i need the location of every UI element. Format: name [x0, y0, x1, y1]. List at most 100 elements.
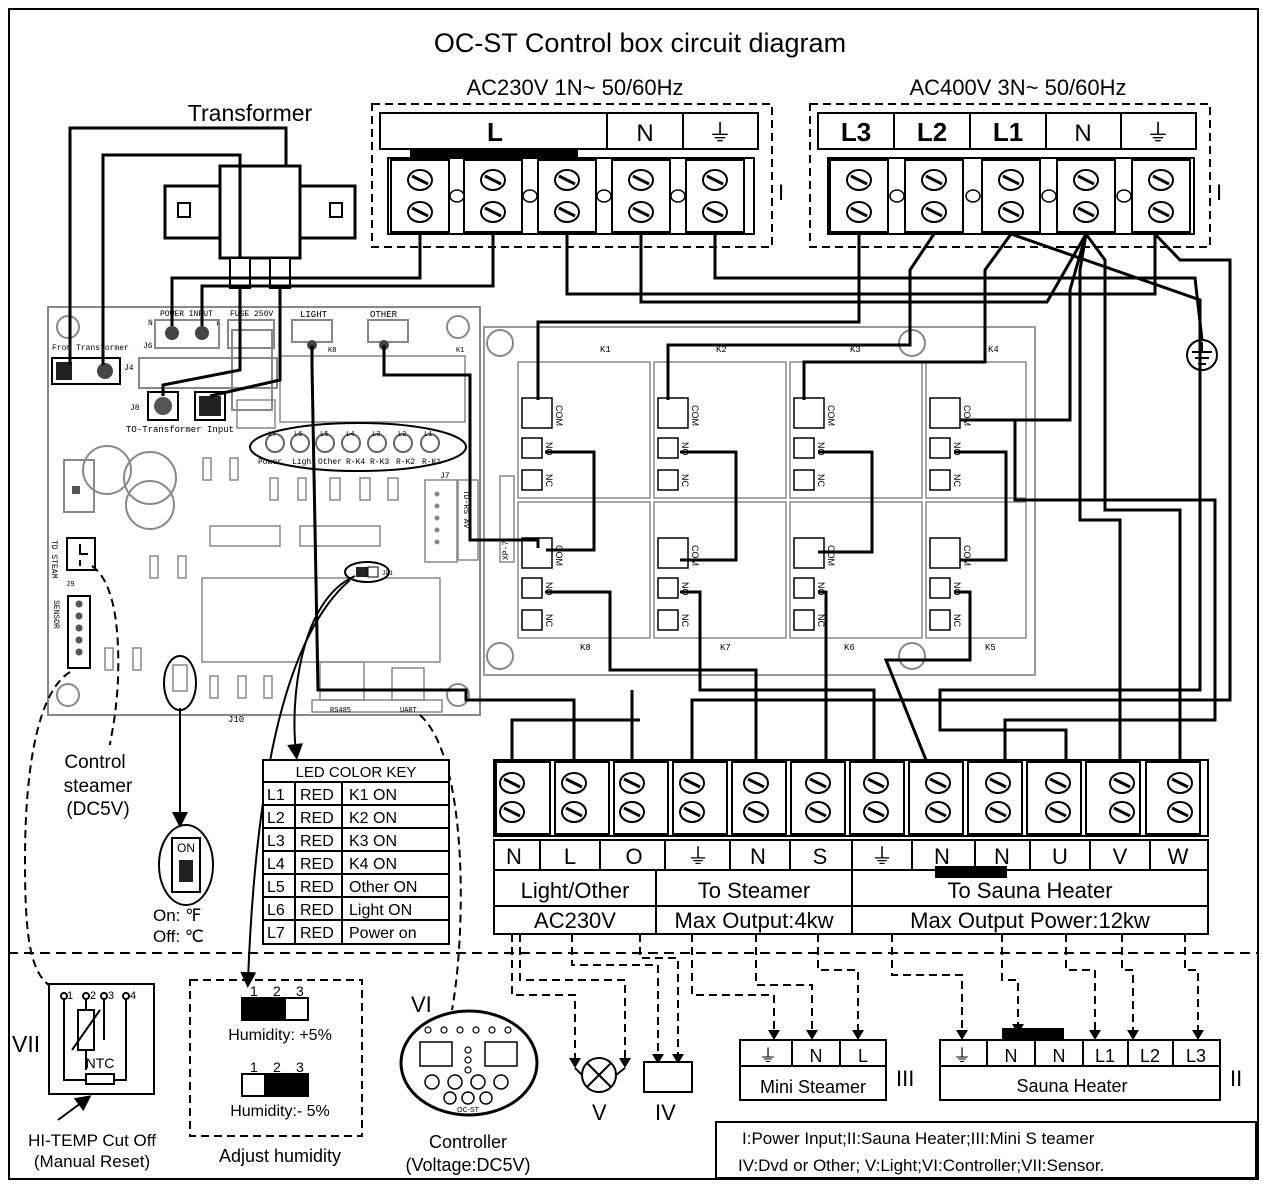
humidity-pin-1: 1: [250, 1059, 258, 1075]
control-steamer-line3: (DC5V): [66, 799, 129, 820]
led-key-color: RED: [300, 925, 334, 942]
output-terminal-block: N L O ⏚ N S ⏚ N N U V W Light/Other To S…: [493, 759, 1209, 935]
light-connector-label: LIGHT: [300, 310, 328, 320]
led-key-title: LED COLOR KEY: [296, 764, 417, 781]
out-term-O: O: [625, 844, 642, 869]
led-label-rk2: R-K2: [396, 458, 415, 467]
relay-nc-text: NC: [952, 614, 962, 627]
ground-icon: ⏚: [708, 120, 732, 147]
relay-k1-label: K1: [600, 345, 611, 355]
rs485-label: RS485: [330, 707, 351, 715]
sauna-heater: ⏚ N N L1 L2 L3 Sauna Heater II: [939, 1028, 1242, 1101]
controller-caption-1: Controller: [429, 1132, 507, 1152]
ground-icon: ⏚: [871, 844, 893, 869]
led-label-light: Light: [292, 458, 316, 467]
n-pin-label: N: [148, 319, 153, 328]
terminal-N: N: [636, 120, 653, 147]
sensor-pin-4: 4: [130, 990, 136, 1002]
led-id-l7: L7: [268, 431, 276, 439]
led-key-color: RED: [300, 879, 334, 896]
humidity-pin-3: 3: [296, 1059, 304, 1075]
td-steam-label: TD STEAM: [49, 540, 58, 579]
j9-label: J9: [66, 581, 74, 589]
led-id-l5: L5: [320, 431, 328, 439]
humidity-plus-label: Humidity: +5%: [228, 1027, 332, 1044]
ground-icon: ⏚: [953, 1046, 971, 1066]
led-id-l6: L6: [294, 431, 302, 439]
ntc-label: NTC: [86, 1055, 115, 1071]
sensor-ntc: VII 1 2 3 4 NTC HI-TEMP Cut Off (Manual …: [12, 983, 156, 1171]
group-heater-spec: Max Output Power:12kw: [910, 908, 1150, 933]
sensor-pin-3: 3: [108, 990, 114, 1002]
j7-label: J7: [440, 472, 450, 481]
led-key-desc: Other ON: [349, 879, 417, 896]
temperature-unit-switch: ON On: ℉ Off: ℃: [153, 824, 214, 946]
mini-steamer: ⏚ N L Mini Steamer III: [739, 1039, 914, 1101]
humidity-minus-label: Humidity:- 5%: [230, 1103, 330, 1120]
led-label-other: Other: [318, 458, 342, 467]
led-key-id: L5: [267, 879, 285, 896]
mini-steamer-name: Mini Steamer: [760, 1077, 866, 1097]
relay-no-text: NO: [816, 442, 826, 456]
led-key-id: L7: [267, 925, 285, 942]
humidity-pin-2: 2: [273, 1059, 281, 1075]
controller-roman: VI: [411, 992, 432, 1017]
led-key-color: RED: [300, 856, 334, 873]
led-key-desc: K4 ON: [349, 856, 397, 873]
switch-off-label: Off: ℃: [153, 927, 204, 946]
relay-com-text: COM: [826, 405, 836, 426]
legend-line-1: I:Power Input;II:Sauna Heater;III:Mini S…: [742, 1129, 1095, 1148]
relay-no-text: NO: [816, 582, 826, 596]
relay-k6-label: K6: [844, 643, 855, 653]
relay-no-text: NO: [544, 442, 554, 456]
power-3ph-label: AC400V 3N~ 50/60Hz: [909, 75, 1126, 100]
roman-I-1ph: I: [778, 180, 784, 205]
relay-k8-label: K8: [580, 643, 591, 653]
relay-com-text: COM: [554, 545, 564, 566]
relay-com-text: COM: [962, 545, 972, 566]
xp7-label: XP-7: [502, 541, 511, 560]
pointer-arrows: [57, 575, 356, 1121]
sensor-connector-label: SENSOR: [51, 600, 60, 629]
relay-no-text: NO: [952, 582, 962, 596]
power-input-label: POWER INPUT: [160, 310, 213, 319]
relay-nc-text: NC: [952, 474, 962, 487]
sauna-heater-roman: II: [1230, 1066, 1242, 1091]
led-key-id: L6: [267, 902, 285, 919]
other-device: IV: [643, 1061, 693, 1125]
j6-label: J6: [143, 342, 153, 351]
led-key-id: L3: [267, 833, 285, 850]
j4-label: J4: [124, 364, 134, 373]
relay-com-text: COM: [690, 405, 700, 426]
relay-nc-text: NC: [680, 614, 690, 627]
humidity-pin-3: 3: [296, 983, 304, 999]
outer-frame: [8, 8, 1259, 1180]
led-key-color: RED: [300, 810, 334, 827]
sensor-caption-1: HI-TEMP Cut Off: [28, 1131, 156, 1150]
led-label-rk4: R-K4: [346, 458, 365, 467]
group-light-other-name: Light/Other: [521, 878, 630, 903]
uart-label: UART: [400, 707, 417, 715]
j10-label: J10: [228, 715, 244, 725]
relay-no-text: NO: [952, 442, 962, 456]
light-lamp-icon: V: [574, 1057, 626, 1125]
led-id-l1: L1: [424, 431, 432, 439]
relay-k4-label: K4: [988, 345, 999, 355]
ground-icon: ⏚: [759, 1046, 777, 1066]
out-term-U: U: [1052, 844, 1068, 869]
relay-com-text: COM: [554, 405, 564, 426]
relay-no-text: NO: [544, 582, 554, 596]
led-id-l2: L2: [398, 431, 406, 439]
ground-icon: ⏚: [687, 844, 709, 869]
relay-com-text: COM: [690, 545, 700, 566]
terminal-L: L: [487, 117, 503, 147]
transformer: Transformer: [163, 100, 357, 289]
led-color-key: LED COLOR KEY L1 RED K1 ON L2 RED K2 ON …: [262, 759, 450, 945]
terminal-L2: L2: [917, 117, 947, 147]
led-label-rk1: R-K1: [422, 458, 441, 467]
group-light-other-spec: AC230V: [534, 908, 616, 933]
humidity-pin-2: 2: [273, 983, 281, 999]
control-pcb: From Transformer J4 POWER INPUT FUSE 250…: [47, 306, 481, 725]
controller-panel: VI OC-ST Controller (Voltage:DC5V): [399, 992, 539, 1175]
k8-pcb-label: K8: [328, 347, 336, 355]
